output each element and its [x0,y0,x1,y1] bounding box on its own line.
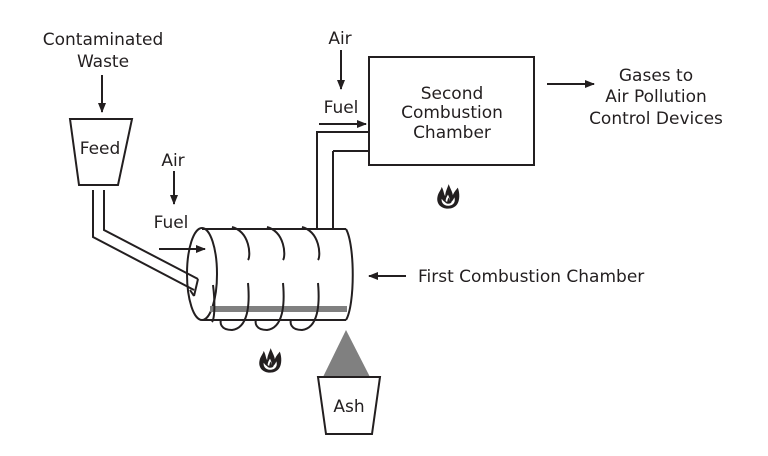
second-combustion-chamber: Second Combustion Chamber [368,56,535,166]
second-chamber-line2: Combustion [401,103,503,123]
second-chamber-line3: Chamber [413,123,491,143]
ash-bin-shape [316,376,382,435]
ash-bed [210,306,347,312]
contaminated-waste-line2: Waste [77,52,129,72]
gases-line1: Gases to [619,66,693,86]
gases-line3: Control Devices [589,109,723,129]
first-fuel-label: Fuel [154,213,189,233]
gases-line2: Air Pollution [605,87,707,107]
second-chamber-box [368,56,535,166]
gases-label: Gases to Air Pollution Control Devices [589,66,723,129]
first-chamber-label: First Combustion Chamber [418,267,644,287]
flame-icon [437,184,459,209]
feed-hopper-shape [68,118,134,186]
feed-hopper: Feed [68,118,134,186]
second-fuel-label: Fuel [324,98,359,118]
first-air-label: Air [161,151,184,171]
contaminated-waste-line1: Contaminated [43,30,164,50]
first-combustion-chamber [186,131,369,332]
second-air-label: Air [328,29,351,49]
second-chamber-line1: Second [421,84,484,104]
contaminated-waste-label: Contaminated Waste [43,30,164,72]
ash-label: Ash [333,397,364,417]
flame-icon [259,348,281,373]
ash-pile [323,330,370,377]
feed-label: Feed [80,139,121,159]
feed-chute [92,190,199,297]
ash-bin: Ash [316,376,382,435]
